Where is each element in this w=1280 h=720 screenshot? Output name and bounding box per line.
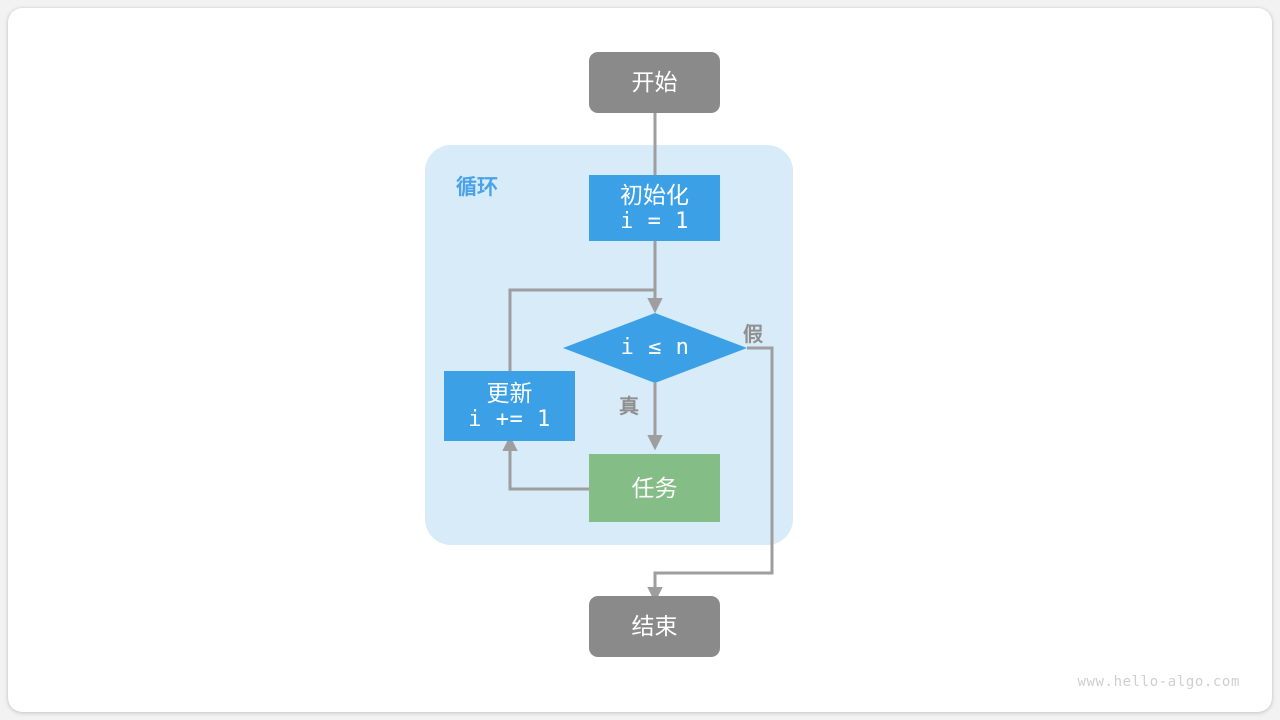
node-end[interactable] bbox=[589, 596, 720, 657]
loop-group-label: 循环 bbox=[456, 176, 498, 199]
watermark-text: www.hello-algo.com bbox=[1077, 674, 1240, 690]
node-task[interactable] bbox=[589, 454, 720, 522]
diagram-card: 循环 开始 初始化 i = 1 i ≤ n 更新 i += 1 任务 结束 真 … bbox=[8, 8, 1272, 712]
node-start[interactable] bbox=[589, 52, 720, 113]
edge-task-to-update bbox=[502, 435, 589, 491]
edge-cond-false-to-end bbox=[647, 346, 774, 603]
node-init[interactable] bbox=[589, 175, 720, 241]
flowchart-svg bbox=[425, 52, 793, 657]
edge-update-to-cond bbox=[508, 288, 655, 371]
node-condition[interactable] bbox=[563, 313, 747, 383]
node-update[interactable] bbox=[444, 371, 575, 441]
